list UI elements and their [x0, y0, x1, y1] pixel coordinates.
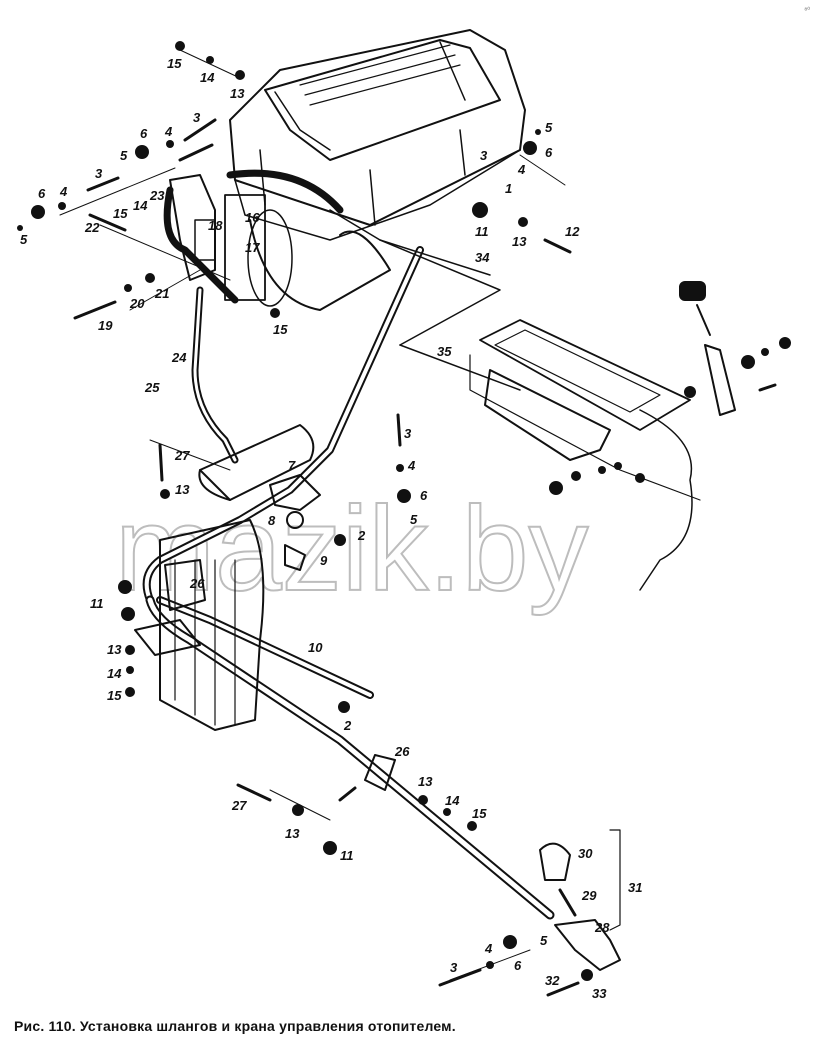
callout: 26 — [189, 576, 205, 591]
watermark: mazik.by — [115, 482, 588, 616]
callout: 5 — [540, 933, 548, 948]
callout: 13 — [285, 826, 300, 841]
callout: 11 — [90, 596, 104, 611]
callout: 15 — [167, 56, 182, 71]
callout: 2 — [357, 528, 366, 543]
callout: 8 — [268, 513, 276, 528]
callout: 5 — [410, 512, 418, 527]
callout: 15 — [113, 206, 128, 221]
callout: 6 — [420, 488, 428, 503]
bracket-26-upper — [134, 559, 206, 656]
callout: 14 — [445, 793, 460, 808]
callout: 11 — [340, 848, 354, 863]
control-lever — [679, 281, 736, 416]
callout: 35 — [437, 344, 452, 359]
callout: 15 — [273, 322, 288, 337]
callout: 12 — [565, 224, 580, 239]
heater-fan-casing — [224, 194, 391, 311]
callout: 15 — [472, 806, 487, 821]
callout: 5 — [20, 232, 28, 247]
callout: 23 — [149, 188, 165, 203]
callout: 14 — [107, 666, 122, 681]
callout: 29 — [581, 888, 597, 903]
callout: 10 — [308, 640, 323, 655]
callout: 31 — [628, 880, 642, 895]
callout: 15 — [107, 688, 122, 703]
callout: 30 — [578, 846, 593, 861]
callout: 4 — [164, 124, 173, 139]
callout: 4 — [517, 162, 526, 177]
callout: 17 — [245, 240, 260, 255]
hose-24 — [191, 286, 239, 464]
callout: 28 — [594, 920, 610, 935]
figure-caption: Рис. 110. Установка шлангов и крана упра… — [14, 1018, 456, 1034]
callout: 27 — [231, 798, 247, 813]
callout: 6 — [545, 145, 553, 160]
hose-upper-loop — [163, 169, 344, 304]
callout: 14 — [200, 70, 215, 85]
control-cable-34 — [329, 209, 501, 346]
callout: 13 — [512, 234, 527, 249]
heater-valve — [269, 474, 321, 571]
control-panel-bracket — [399, 319, 701, 501]
callout: 3 — [193, 110, 201, 125]
valve-assembly-31 — [539, 829, 621, 971]
callout: 13 — [230, 86, 245, 101]
callout: 2 — [343, 718, 352, 733]
heater-housing — [229, 29, 526, 241]
callout: 20 — [129, 296, 145, 311]
callout: 32 — [545, 973, 560, 988]
callout: 13 — [175, 482, 190, 497]
callout: 3 — [480, 148, 488, 163]
callout: 34 — [475, 250, 490, 265]
callout: 33 — [592, 986, 607, 1001]
callout: 6 — [38, 186, 46, 201]
leader-lines — [59, 49, 566, 981]
callout: 6 — [514, 958, 522, 973]
callout-labels: 15 14 13 3 4 6 5 5 6 3 4 1 6 4 3 5 23 22… — [20, 56, 642, 1001]
callout: 5 — [545, 120, 553, 135]
bracket-26-lower — [364, 754, 396, 791]
callout: 3 — [95, 166, 103, 181]
callout: 13 — [107, 642, 122, 657]
callout: 19 — [98, 318, 113, 333]
dash-panel-outline — [639, 409, 693, 591]
callout: 21 — [154, 286, 169, 301]
callout: 3 — [450, 960, 458, 975]
callout: 7 — [288, 458, 296, 473]
callout: 11 — [475, 224, 489, 239]
callout: 4 — [484, 941, 493, 956]
valve-bracket — [169, 174, 216, 281]
callout: 27 — [174, 448, 190, 463]
callout: 3 — [404, 426, 412, 441]
callout: 1 — [505, 181, 512, 196]
corner-mark: ⁸⁰ — [804, 7, 810, 14]
callout: 9 — [320, 553, 328, 568]
callout: 4 — [59, 184, 68, 199]
callout: 24 — [171, 350, 187, 365]
callout: 18 — [208, 218, 223, 233]
callout: 14 — [133, 198, 148, 213]
callout: 13 — [418, 774, 433, 789]
callout: 4 — [407, 458, 416, 473]
callout: 26 — [394, 744, 410, 759]
callout: 5 — [120, 148, 128, 163]
callout: 22 — [84, 220, 100, 235]
callout: 6 — [140, 126, 148, 141]
bolts — [73, 118, 777, 997]
callout: 16 — [245, 210, 260, 225]
callout: 25 — [144, 380, 160, 395]
fasteners — [17, 41, 791, 981]
radiator-housing — [159, 424, 315, 731]
